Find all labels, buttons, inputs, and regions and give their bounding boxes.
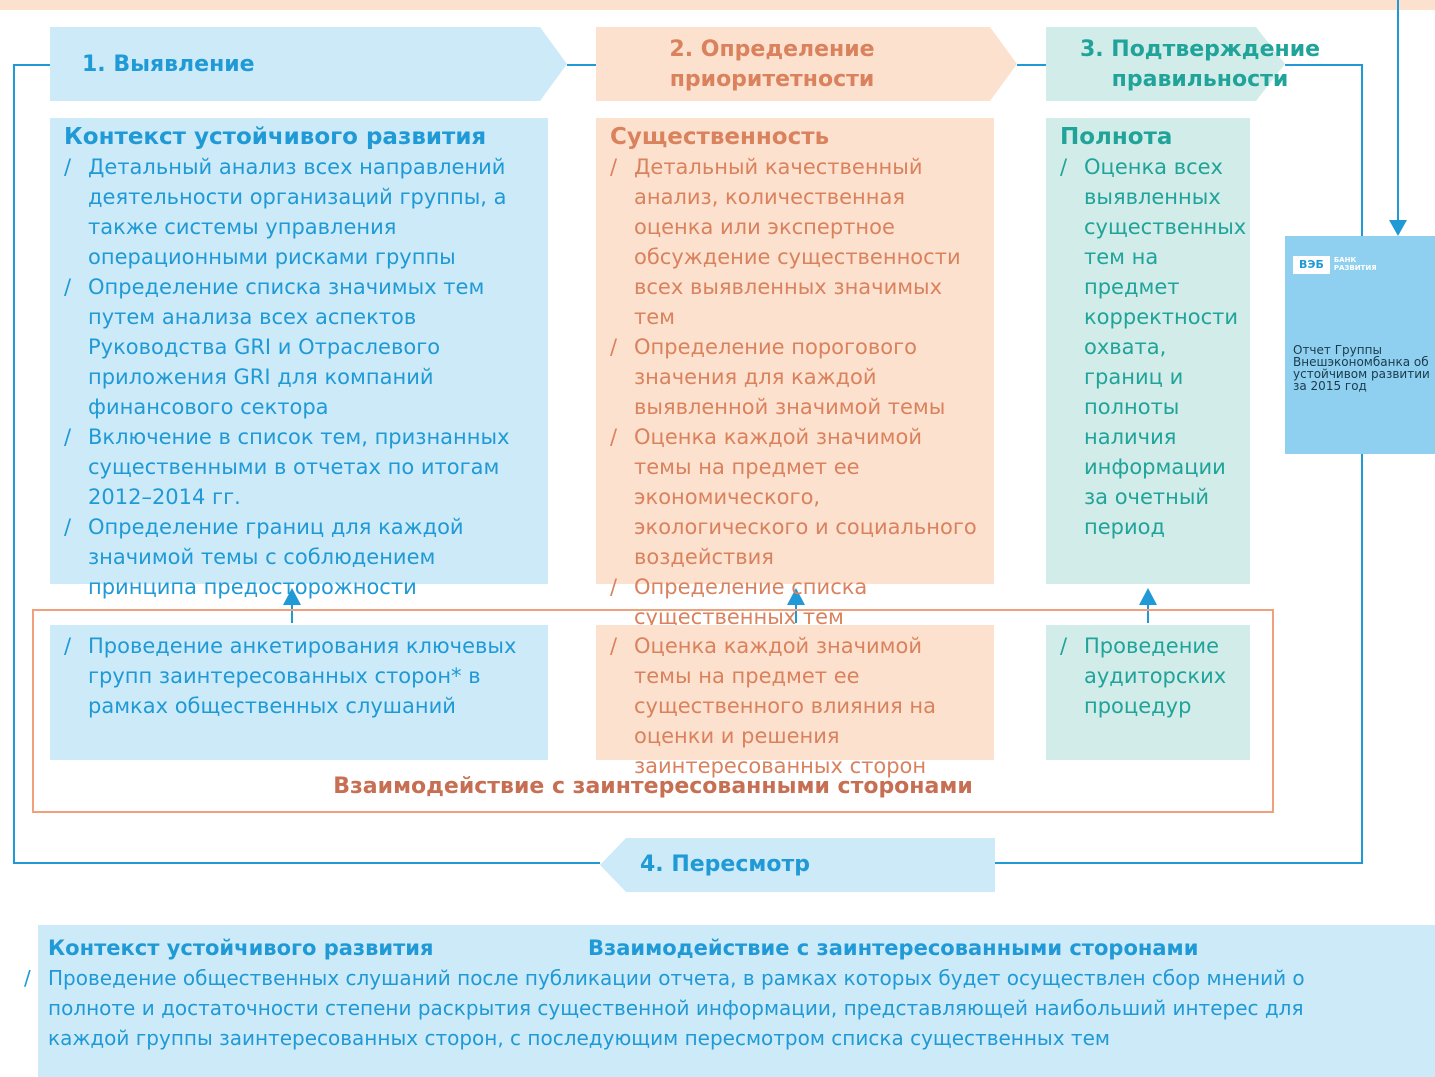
principle-title: Полнота [1060,124,1173,150]
veb-logo: ВЭБ [1293,256,1330,274]
step-3-label: 3. Подтверждение правильности [1079,37,1321,92]
principle-box-materiality: Существенность Детальный качественный ан… [596,118,994,629]
list-item: Определение списка значимых тем путем ан… [64,272,534,422]
principle-list: Детальный качественный анализ, количеств… [610,152,980,632]
report-caption: Отчет Группы Внешэкономбанка об устойчив… [1293,343,1430,393]
list-item: Определение границ для каждой значимой т… [64,512,534,602]
principle-box-completeness: Полнота Оценка всех выявленных существен… [1046,118,1250,584]
list-item: Оценка всех выявленных существенных тем … [1060,152,1246,542]
bottom-title-right: Взаимодействие с заинтересованными сторо… [588,936,1199,960]
stakeholder-box-3: Проведение аудиторских процедур [1046,625,1250,760]
report-logo: ВЭБ БАНК РАЗВИТИЯ [1293,256,1427,274]
list-item: Проведение анкетирования ключевых групп … [64,631,534,721]
step-4-label: 4. Пересмотр [640,852,810,877]
list-item: Определение порогового значения для кажд… [610,332,980,422]
list-item: Проведение аудиторских процедур [1060,631,1236,721]
list-item: Детальный качественный анализ, количеств… [610,152,980,332]
list-item: Определение списка существенных тем [610,572,980,632]
principle-title: Существенность [610,124,830,150]
report-card: ВЭБ БАНК РАЗВИТИЯ Отчет Группы Внешэконо… [1285,236,1435,454]
step-1-label: 1. Выявление [82,52,255,77]
top-banner [0,0,1435,10]
principle-box-context: Контекст устойчивого развития Детальный … [50,118,548,599]
bottom-list: Проведение общественных слушаний после п… [24,963,1344,1053]
stakeholder-list: Оценка каждой значимой темы на предмет е… [610,631,980,781]
bottom-title-left: Контекст устойчивого развития [48,936,434,960]
list-item: Оценка каждой значимой темы на предмет е… [610,422,980,572]
step3-chevron [1046,27,1285,101]
stakeholder-list: Проведение анкетирования ключевых групп … [64,631,534,721]
bottom-box: Контекст устойчивого развития Взаимодейс… [24,925,1435,1077]
step4-chevron [600,838,995,892]
stakeholder-box-1: Проведение анкетирования ключевых групп … [50,625,548,760]
stakeholder-list: Проведение аудиторских процедур [1060,631,1236,721]
principle-list: Оценка всех выявленных существенных тем … [1060,152,1246,542]
veb-logo-caption: БАНК РАЗВИТИЯ [1333,256,1377,272]
stakeholder-title: Взаимодействие с заинтересованными сторо… [333,774,973,799]
step-2-label: 2. Определение приоритетности [669,37,875,92]
step2-chevron [596,27,1017,101]
principle-list: Детальный анализ всех направлений деятел… [64,152,534,602]
list-item: Оценка каждой значимой темы на предмет е… [610,631,980,781]
list-item: Включение в список тем, признанных сущес… [64,422,534,512]
principle-title: Контекст устойчивого развития [64,124,487,150]
step1-chevron [50,27,567,101]
stakeholder-box-2: Оценка каждой значимой темы на предмет е… [596,625,994,778]
list-item: Проведение общественных слушаний после п… [24,963,1344,1053]
list-item: Детальный анализ всех направлений деятел… [64,152,534,272]
